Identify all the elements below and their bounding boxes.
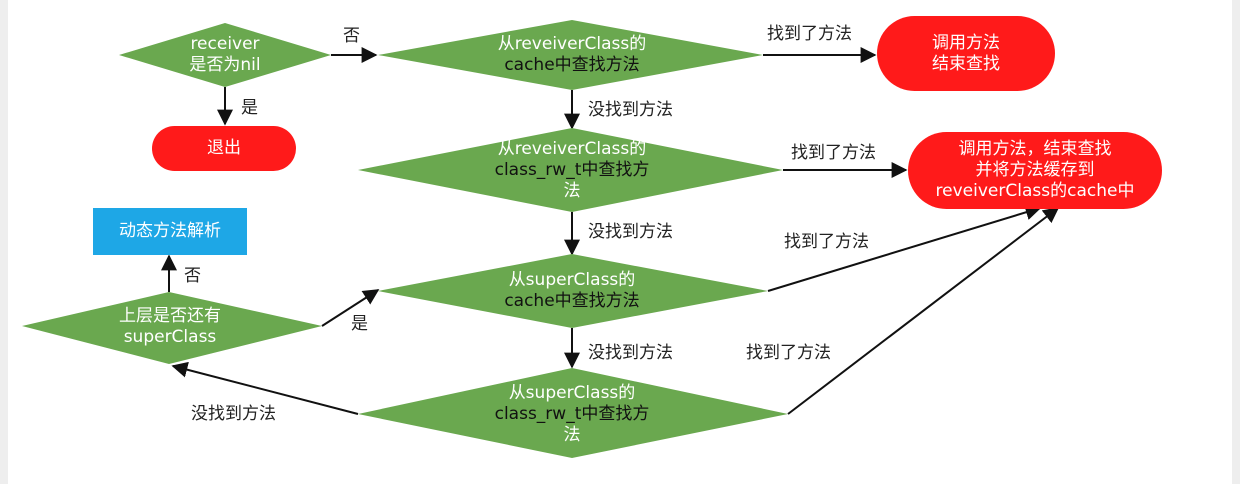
step-class-cache-shape — [378, 20, 763, 90]
decision-receiver-nil: receiver 是否为nil — [139, 30, 311, 80]
terminal-exit-shape — [152, 126, 296, 171]
call-end-line-1: 调用方法 — [932, 32, 1000, 53]
class-rw-line-3: 法 — [563, 180, 581, 201]
call-cache-line-1: 调用方法，结束查找 — [958, 139, 1112, 159]
arrow-super-rw-to-has-super — [171, 361, 359, 415]
decision-has-super-shape — [22, 292, 322, 364]
edge-label-notfound-class-cache: 没找到方法 — [588, 100, 673, 120]
super-rw-line-2: class_rw_t中查找方 — [494, 403, 650, 424]
super-cache-line-1: 从superClass的 — [508, 270, 636, 290]
terminal-call-end-shape — [877, 16, 1055, 91]
edge-label-notfound-class-rw: 没找到方法 — [588, 222, 673, 242]
step-class-cache: 从reveiverClass的 cache中查找方法 — [420, 30, 724, 80]
has-super-line-1: 上层是否还有 — [119, 306, 221, 326]
arrow-super-cache-to-call-cache — [767, 204, 1042, 292]
exit-label: 退出 — [207, 138, 241, 158]
edge-label-found-class-cache: 找到了方法 — [767, 24, 852, 44]
arrow-has-super-to-super-cache — [321, 289, 380, 327]
receiver-nil-line-1: receiver — [190, 34, 260, 54]
step-super-rw: 从superClass的 class_rw_t中查找方 法 — [420, 378, 724, 450]
class-rw-line-1: 从reveiverClass的 — [497, 138, 647, 159]
step-super-cache: 从superClass的 cache中查找方法 — [420, 266, 724, 316]
edge-label-yes-has-super: 是 — [351, 314, 368, 334]
edge-label-notfound-super-rw: 没找到方法 — [191, 404, 276, 424]
terminal-exit: 退出 — [152, 126, 296, 171]
super-rw-line-1: 从superClass的 — [508, 382, 636, 403]
class-cache-line-2: cache中查找方法 — [504, 55, 640, 75]
step-class-rw: 从reveiverClass的 class_rw_t中查找方 法 — [420, 134, 724, 206]
window-edge-left — [0, 0, 8, 484]
connectors — [161, 47, 1060, 415]
receiver-nil-line-2: 是否为nil — [189, 55, 261, 75]
process-dynamic-shape — [93, 208, 247, 255]
decision-receiver-nil-shape — [119, 23, 331, 87]
call-end-line-2: 结束查找 — [932, 53, 1000, 74]
call-cache-line-2: 并将方法缓存到 — [975, 160, 1095, 180]
terminal-call-cache-shape — [908, 132, 1162, 209]
step-super-rw-shape — [358, 368, 788, 458]
call-cache-line-3: reveiverClass的cache中 — [935, 181, 1135, 201]
has-super-line-2: superClass — [123, 327, 217, 347]
edge-label-found-super-cache: 找到了方法 — [784, 232, 869, 252]
class-rw-line-2: class_rw_t中查找方 — [494, 159, 650, 180]
terminal-call-cache: 调用方法，结束查找 并将方法缓存到 reveiverClass的cache中 — [908, 132, 1162, 209]
edge-label-found-super-rw: 找到了方法 — [746, 343, 831, 363]
edge-label-no-receiver: 否 — [343, 26, 360, 46]
step-super-cache-shape — [378, 254, 768, 328]
arrow-super-rw-to-call-cache — [787, 207, 1060, 415]
edge-label-found-class-rw: 找到了方法 — [791, 143, 876, 163]
decision-has-super: 上层是否还有 superClass — [60, 302, 280, 352]
step-class-rw-shape — [358, 128, 783, 212]
edge-label-yes-exit: 是 — [241, 98, 258, 118]
super-cache-line-2: cache中查找方法 — [504, 291, 640, 311]
edge-label-notfound-super-cache: 没找到方法 — [588, 343, 673, 363]
window-edge-right — [1232, 0, 1240, 484]
process-dynamic-method-resolution: 动态方法解析 — [93, 208, 247, 255]
super-rw-line-3: 法 — [563, 424, 581, 445]
dynamic-label: 动态方法解析 — [119, 221, 221, 241]
terminal-call-end: 调用方法 结束查找 — [877, 16, 1055, 91]
class-cache-line-1: 从reveiverClass的 — [497, 34, 647, 54]
edge-label-no-has-super: 否 — [184, 266, 201, 286]
